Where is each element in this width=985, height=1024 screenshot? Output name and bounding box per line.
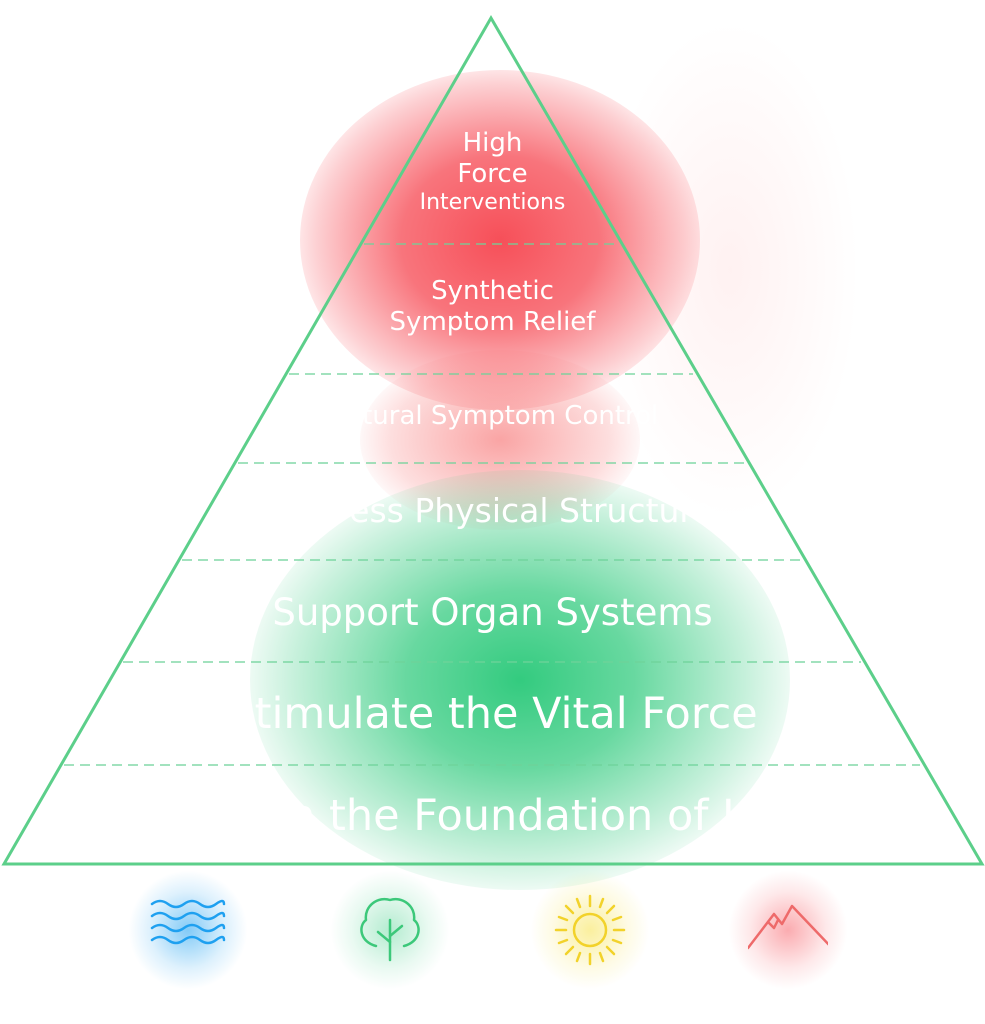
tree-icon-container	[330, 870, 450, 990]
tier-label-line: Force	[457, 159, 528, 190]
tier-synthetic-symptom-relief: Synthetic Symptom Relief	[0, 276, 985, 338]
tier-label-line: Synthetic	[431, 276, 554, 306]
tree-icon	[360, 897, 420, 962]
tier-label-line: Stimulate the Vital Force	[227, 689, 758, 739]
tier-address-physical-structure: Address Physical Structure	[0, 491, 985, 531]
mountain-icon	[748, 904, 828, 950]
background-glow-green	[250, 470, 790, 890]
tier-label-line: Address Physical Structure	[272, 491, 713, 530]
tier-support-organ-systems: Support Organ Systems	[0, 591, 985, 635]
pyramid-triangle	[1, 15, 985, 866]
sun-icon-container	[530, 870, 650, 990]
tier-establish-foundation: Establish the Foundation of Health	[0, 791, 985, 843]
tier-label-line: Natural Symptom Control	[326, 401, 659, 431]
water-icon	[150, 899, 226, 945]
water-glow	[128, 870, 248, 990]
sun-icon	[554, 894, 626, 966]
tier-natural-symptom-control: Natural Symptom Control	[0, 401, 985, 432]
tier-label-line: High	[462, 128, 523, 158]
sun-glow	[530, 870, 650, 990]
mountain-glow	[728, 870, 848, 990]
tier-label-line: Establish the Foundation of Health	[121, 791, 864, 841]
tier-label-line: Symptom Relief	[389, 307, 596, 338]
tier-stimulate-vital-force: Stimulate the Vital Force	[0, 689, 985, 741]
tier-label-line: Interventions	[419, 190, 566, 216]
mountain-icon-container	[728, 870, 848, 990]
water-icon-container	[128, 870, 248, 990]
tier-high-force-interventions: High Force Interventions	[0, 128, 985, 217]
tier-label-line: Support Organ Systems	[272, 591, 713, 634]
